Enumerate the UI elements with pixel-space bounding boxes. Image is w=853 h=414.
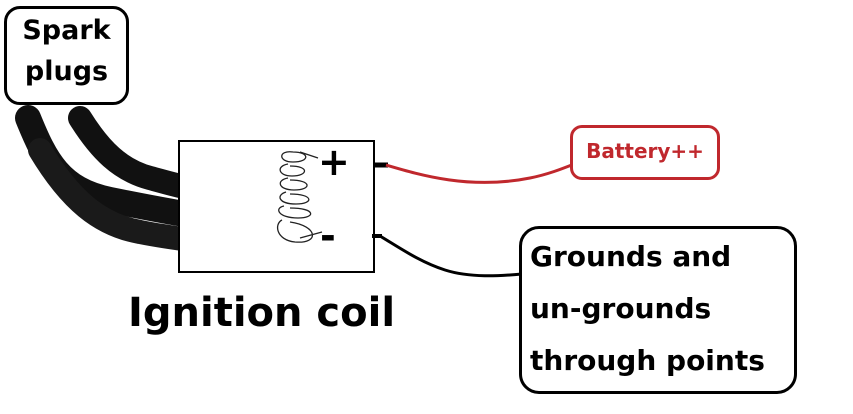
battery-callout — [570, 125, 720, 180]
spark-plugs-label: Spark plugs — [4, 10, 129, 92]
ground-line-1: Grounds and — [530, 240, 732, 273]
coil-body — [178, 140, 375, 273]
points-wire — [379, 234, 523, 278]
spark-plugs-line-1: Spark — [22, 15, 111, 46]
battery-wire — [385, 153, 601, 184]
battery-label: Battery++ — [586, 139, 704, 163]
spark-plug-lead-1-lower — [28, 138, 202, 252]
ground-label: Grounds and un-grounds through points — [530, 231, 798, 387]
spark-plug-lead-2 — [68, 106, 202, 200]
ground-line-2: un-grounds — [530, 292, 712, 325]
ignition-coil-label: Ignition coil — [128, 290, 396, 336]
coil-winding — [276, 151, 323, 243]
spark-plugs-line-2: plugs — [24, 56, 109, 87]
spark-plugs-callout — [4, 6, 129, 105]
plus-symbol: + — [318, 140, 350, 184]
ground-callout — [519, 226, 797, 394]
minus-symbol: - — [320, 214, 336, 258]
ground-line-3: through points — [530, 344, 765, 377]
